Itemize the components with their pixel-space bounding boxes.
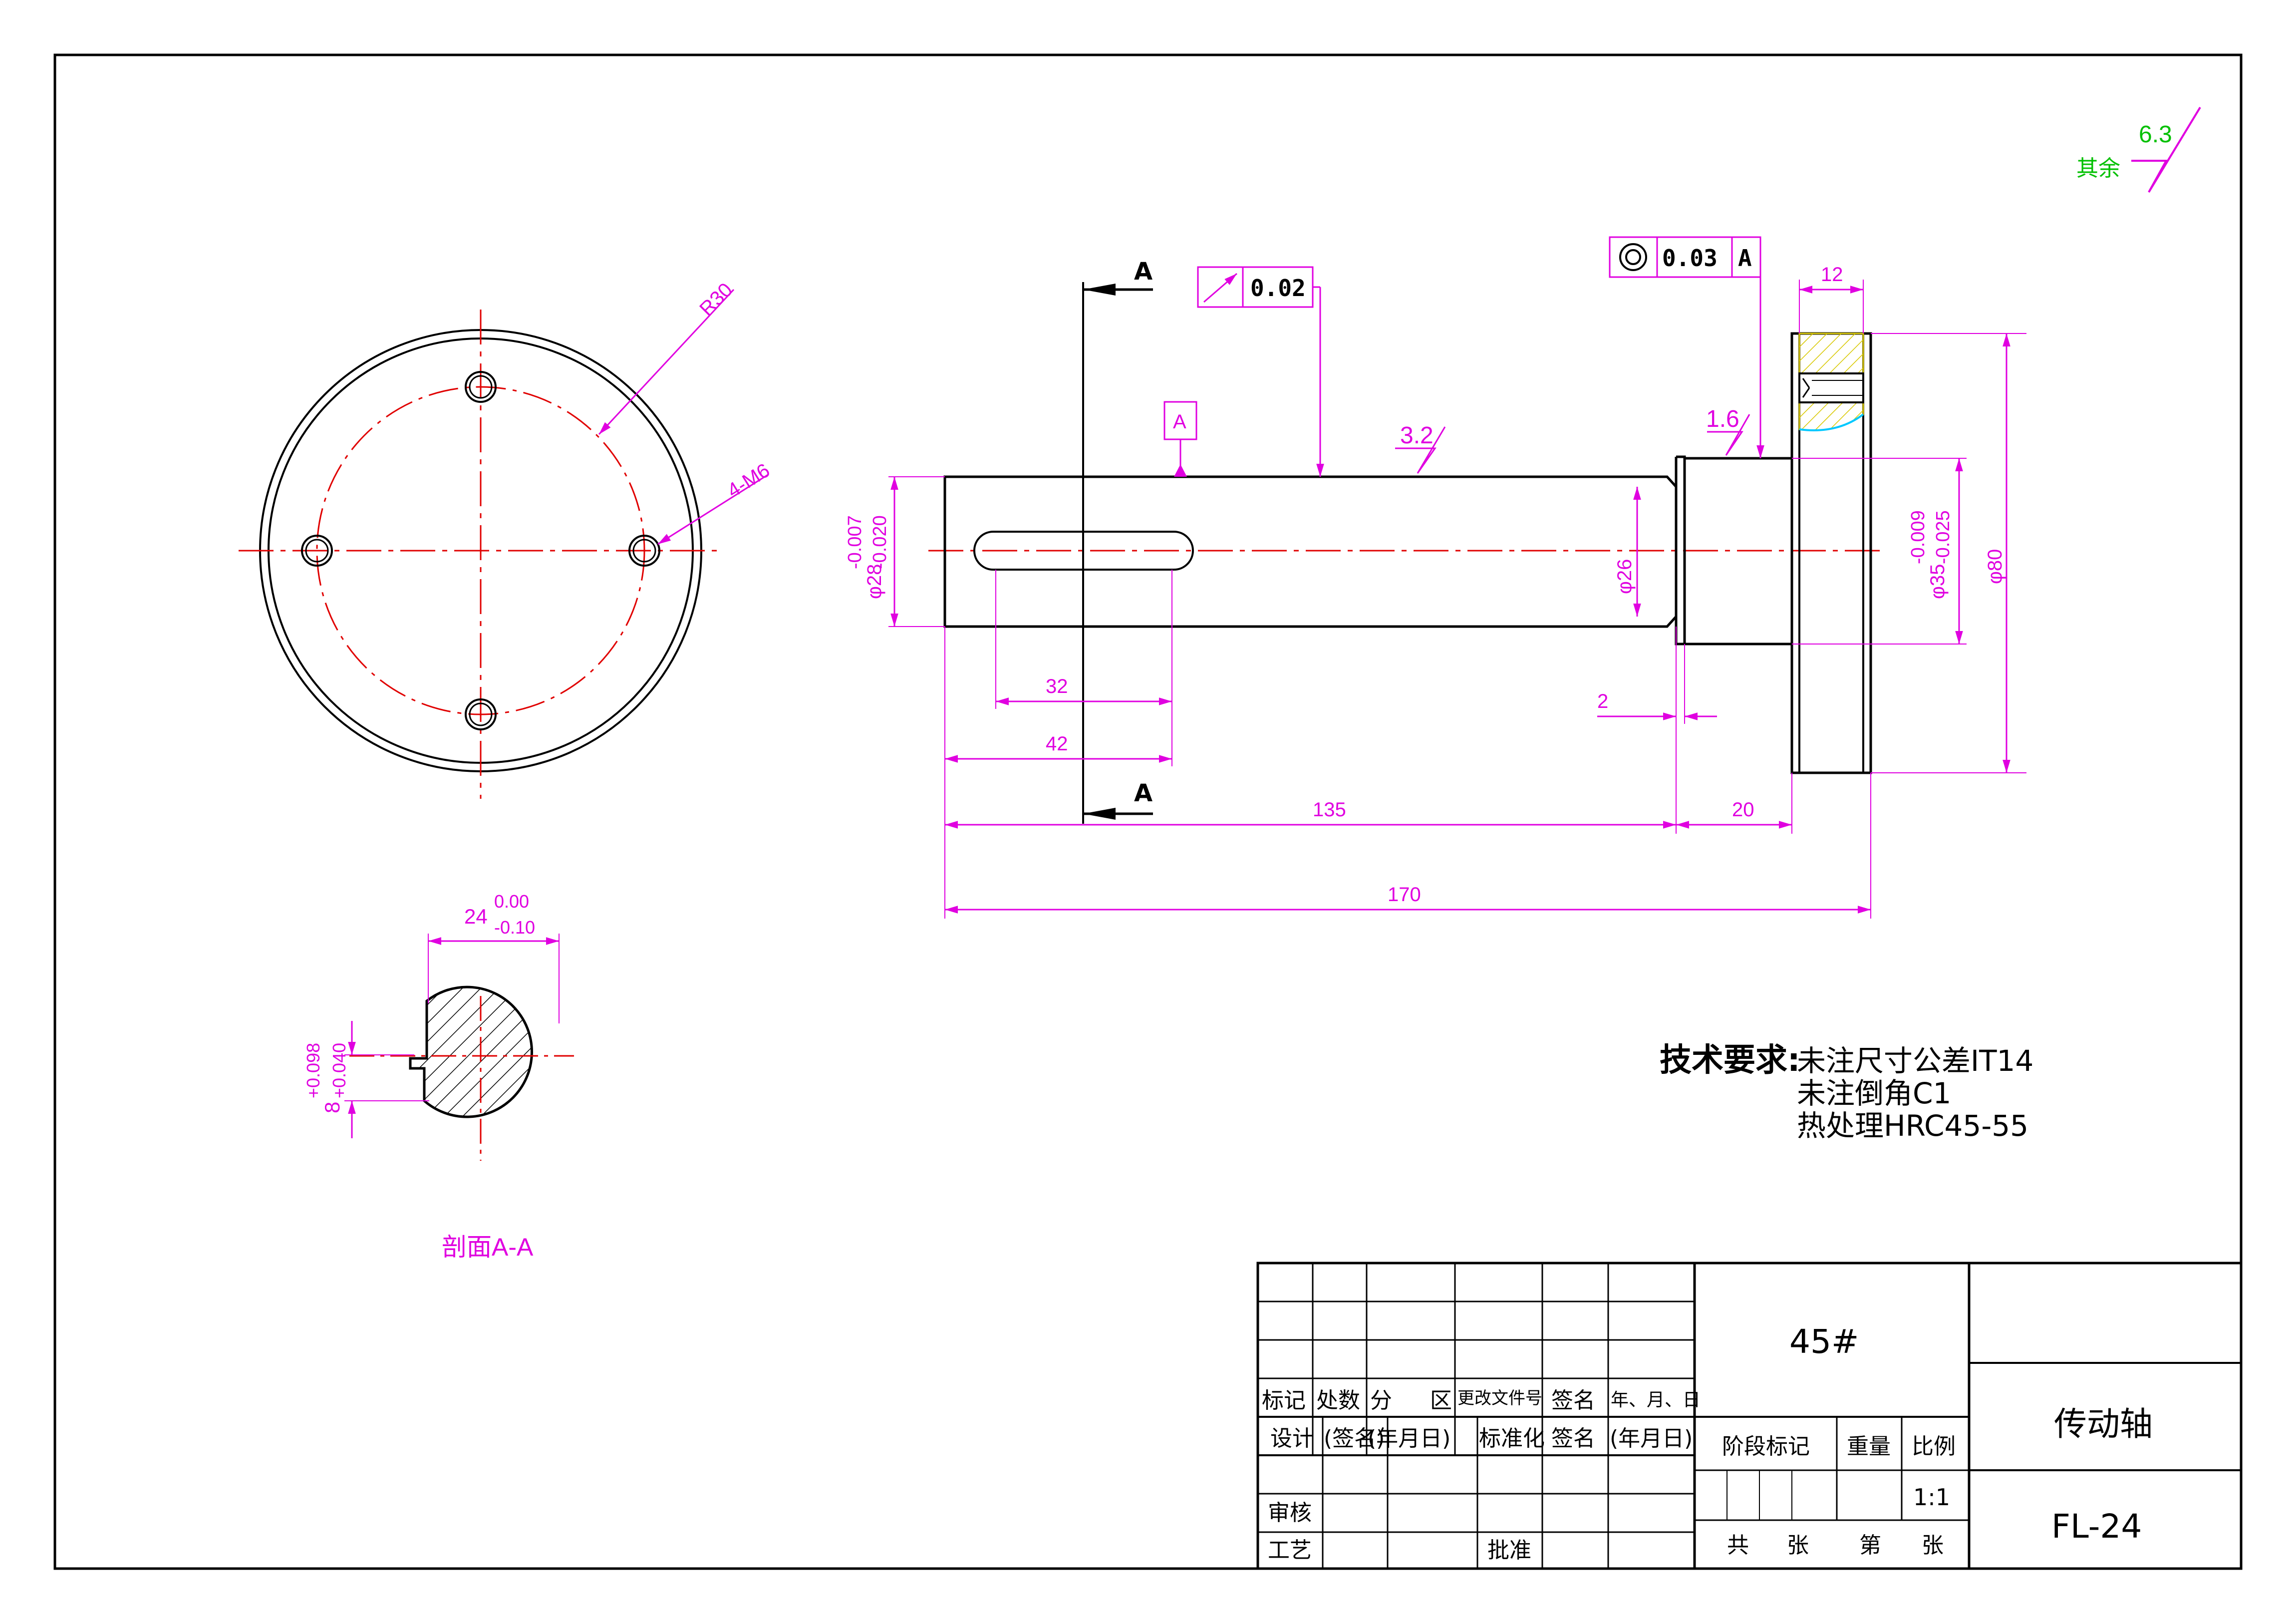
shaft-front-view <box>928 332 1887 774</box>
section-width-upper: 0.00 <box>494 891 529 912</box>
key-position-dim: 42 <box>1046 733 1068 755</box>
section-mark-top: A <box>1134 258 1152 286</box>
title-block <box>1256 1262 2243 1570</box>
header-mark: 标记 <box>1262 1388 1306 1413</box>
header-approve: 批准 <box>1487 1538 1531 1563</box>
radius-dimension: R30 <box>695 279 737 320</box>
header-date: 年、月、日 <box>1611 1390 1701 1410</box>
part-name: 传动轴 <box>2054 1405 2153 1443</box>
undercut-dim: 2 <box>1597 690 1608 712</box>
end-view: R30 4-M6 <box>239 279 774 799</box>
footer-sheet-no: 第 <box>1859 1533 1881 1558</box>
datum-feature: A <box>1163 401 1197 477</box>
section-view: 24 0.00 -0.10 8 +0.098 +0.040 剖面A-A <box>303 891 574 1261</box>
sheet-border <box>53 53 2243 1570</box>
material-value: 45# <box>1789 1322 1859 1361</box>
dia80-value: φ80 <box>1984 549 2006 584</box>
section-mark-bottom: A <box>1134 779 1152 807</box>
header-sign2: 签名 <box>1551 1426 1595 1451</box>
collar-length-dim: 20 <box>1732 799 1754 821</box>
technical-requirements: 技术要求: 未注尺寸公差IT14 未注倒角C1 热处理HRC45-55 <box>1660 1042 2033 1143</box>
surface-roughness-shaft: 3.2 <box>1395 422 1446 474</box>
key-depth-dim: 8 <box>320 1102 344 1113</box>
title-block-text: 45# 传动轴 FL-24 1:1 标记 处数 分 区 更改文件号 签名 年、月… <box>1262 1322 2153 1563</box>
dia35-upper: -0.009 <box>1908 510 1929 564</box>
runout-tolerance-frame: 0.02 <box>1197 266 1324 477</box>
header-signed: (签名) <box>1324 1426 1385 1451</box>
section-caption: 剖面A-A <box>442 1233 534 1261</box>
shaft-length-dim: 135 <box>1313 799 1346 821</box>
concentricity-icon <box>1619 243 1647 271</box>
general-roughness-label: 其余 <box>2076 156 2120 181</box>
header-standardize: 标准化 <box>1479 1426 1545 1451</box>
dia28-upper: -0.007 <box>845 515 865 569</box>
key-depth-lower: +0.040 <box>329 1043 349 1098</box>
footer-total: 共 <box>1727 1533 1749 1558</box>
dia35-value: φ35 <box>1927 564 1949 599</box>
tech-line-3: 热处理HRC45-55 <box>1797 1109 2028 1143</box>
general-roughness-value: 6.3 <box>2139 121 2172 148</box>
concentricity-value: 0.03 <box>1662 245 1718 272</box>
runout-value: 0.02 <box>1250 275 1306 302</box>
header-stage: 阶段标记 <box>1722 1434 1810 1459</box>
header-weight: 重量 <box>1847 1434 1891 1459</box>
concentricity-tolerance-frame: 0.03 A <box>1609 236 1764 458</box>
runout-arrow-icon <box>1203 273 1237 303</box>
key-depth-upper: +0.098 <box>303 1043 323 1098</box>
roughness-shaft-value: 3.2 <box>1400 422 1434 449</box>
datum-label: A <box>1173 411 1186 433</box>
concentricity-datum: A <box>1738 245 1752 272</box>
tech-heading: 技术要求: <box>1660 1042 1800 1079</box>
scale-value: 1:1 <box>1913 1484 1950 1511</box>
diameter-dimensions: φ28 -0.007 -0.020 φ26 φ35 -0.009 -0.025 … <box>845 333 2026 773</box>
header-sign: 签名 <box>1551 1388 1595 1413</box>
dia35-lower: -0.025 <box>1933 510 1954 564</box>
flange-thickness-dim: 12 <box>1821 264 1843 286</box>
footer-sheets: 张 <box>1787 1533 1809 1558</box>
header-dated: (年月日) <box>1368 1426 1450 1451</box>
total-length-dim: 170 <box>1388 884 1421 906</box>
header-change-doc: 更改文件号 <box>1457 1388 1542 1408</box>
header-scale: 比例 <box>1912 1434 1956 1459</box>
roughness-shoulder-value: 1.6 <box>1706 406 1739 432</box>
header-dated2: (年月日) <box>1610 1426 1693 1451</box>
header-design: 设计 <box>1270 1426 1314 1451</box>
dia26-value: φ26 <box>1614 559 1636 594</box>
dia28-lower: -0.020 <box>869 515 890 569</box>
header-process: 工艺 <box>1268 1538 1312 1563</box>
tech-line-2: 未注倒角C1 <box>1797 1076 1951 1110</box>
footer-sheet: 张 <box>1922 1533 1944 1558</box>
section-width-dim: 24 <box>464 905 488 928</box>
surface-roughness-shoulder: 1.6 <box>1706 406 1750 456</box>
key-length-dim: 32 <box>1046 675 1068 697</box>
dia28-value: φ28 <box>863 564 885 599</box>
drawing-number: FL-24 <box>2051 1507 2142 1546</box>
header-count: 处数 <box>1316 1388 1360 1413</box>
tech-line-1: 未注尺寸公差IT14 <box>1797 1044 2033 1078</box>
general-roughness-symbol: 其余 6.3 <box>2076 106 2201 193</box>
header-review: 审核 <box>1268 1500 1312 1526</box>
header-zone-b: 区 <box>1430 1388 1452 1413</box>
section-cut-line: A A <box>1082 258 1153 824</box>
section-width-lower: -0.10 <box>494 917 535 938</box>
header-zone-a: 分 <box>1370 1388 1392 1413</box>
holes-callout: 4-M6 <box>723 459 774 502</box>
linear-dimensions: 32 42 2 135 20 170 12 <box>944 264 1871 919</box>
